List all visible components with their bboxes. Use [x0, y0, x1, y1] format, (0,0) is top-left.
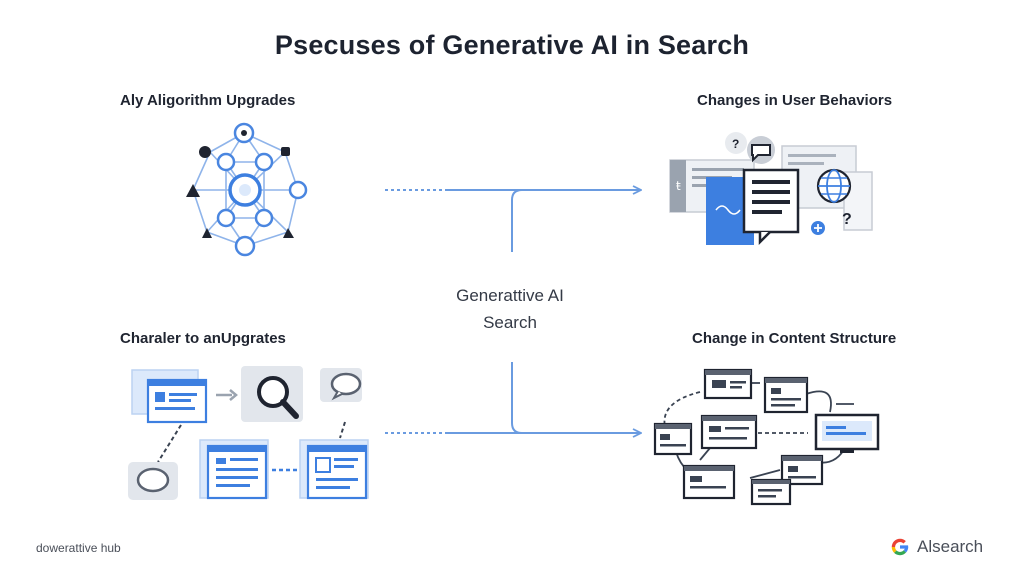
footer-hub-label: dowerattive hub [36, 541, 121, 555]
center-hub-line1: Generattive AI [456, 286, 564, 305]
upgrades-label: Charaler to anUpgrates [120, 330, 286, 347]
svg-text:?: ? [842, 211, 852, 228]
center-hub-line2: Search [483, 313, 537, 332]
svg-text:?: ? [732, 137, 739, 151]
footer-brand-label: Alsearch [917, 537, 984, 556]
search-workflow-illustration [128, 366, 369, 500]
user-behaviors-label: Changes in User Behaviors [697, 92, 893, 109]
content-structure-label: Change in Content Structure [692, 330, 897, 347]
footer-brand: Alsearch [889, 535, 983, 559]
google-logo-icon [891, 538, 909, 556]
neural-network-icon [186, 122, 308, 257]
page-title: Psecuses of Generative AI in Search [274, 30, 750, 60]
content-structure-cards [653, 368, 880, 506]
bottom-connector-arrow [385, 362, 640, 433]
algorithm-upgrades-label: Aly Aligorithm Upgrades [120, 92, 296, 109]
user-behavior-illustration: ŧ ? ? [669, 132, 873, 246]
top-connector-arrow [385, 190, 640, 252]
svg-text:ŧ: ŧ [676, 179, 681, 193]
center-hub-label: Generattive AI Search [410, 282, 610, 336]
